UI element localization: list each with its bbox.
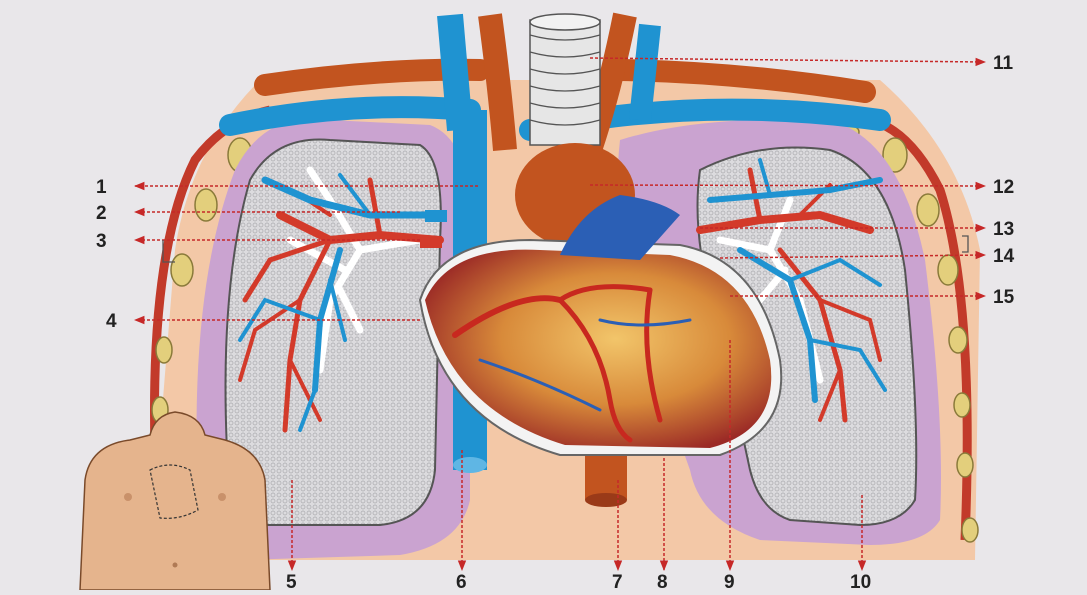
carotid-artery-left (490, 15, 505, 150)
label-13: 13 (993, 219, 1014, 240)
label-9: 9 (724, 572, 735, 590)
label-14: 14 (993, 246, 1015, 267)
jugular-vein-right (640, 25, 650, 120)
left-pulmonary-vein-stub (425, 210, 447, 222)
label-11: 11 (993, 53, 1014, 74)
label-3: 3 (96, 231, 107, 252)
label-12: 12 (993, 177, 1014, 198)
trachea (530, 14, 600, 145)
label-5: 5 (286, 572, 297, 590)
label-7: 7 (612, 572, 623, 590)
ivc-opening (453, 457, 487, 473)
label-10: 10 (850, 572, 871, 590)
label-6: 6 (456, 572, 467, 590)
label-2: 2 (96, 203, 107, 224)
label-8: 8 (657, 572, 668, 590)
label-1: 1 (96, 177, 107, 198)
label-15: 15 (993, 287, 1015, 308)
aorta-opening (585, 493, 627, 507)
label-4: 4 (106, 311, 117, 332)
left-pulmonary-artery-stub (420, 236, 442, 248)
